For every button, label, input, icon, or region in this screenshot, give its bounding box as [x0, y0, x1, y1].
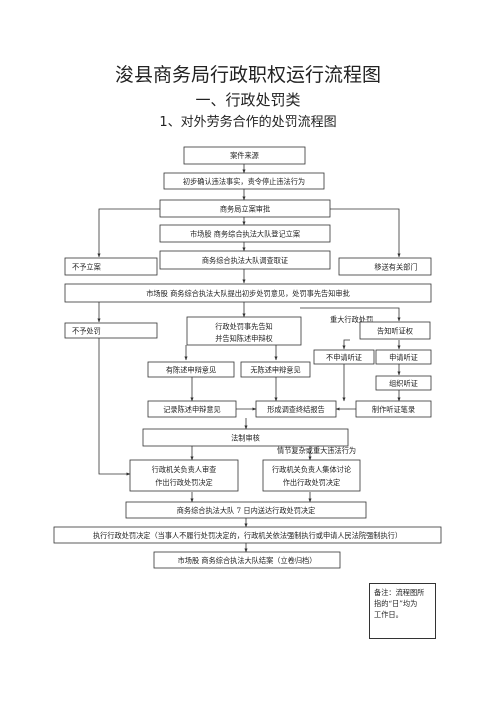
remark-line: 备注：流程图所 [374, 588, 425, 597]
node-prior-notice: 行政处罚事先告知 并告知陈述申辩权 [186, 316, 302, 346]
edge-approval-transfer [330, 208, 401, 258]
svg-text:并告知陈述申辩权: 并告知陈述申辩权 [215, 334, 273, 343]
node-has-defense: 有陈述申辩意见 [147, 361, 235, 378]
node-record-defense: 记录陈述申辩意见 [147, 400, 237, 418]
svg-text:制作听证笔录: 制作听证笔录 [372, 405, 415, 414]
node-no-defense: 无陈述申辩意见 [240, 361, 311, 378]
svg-text:市场股 商务综合执法大队结案（立卷归档）: 市场股 商务综合执法大队结案（立卷归档） [178, 556, 317, 565]
remark-line: 工作日。 [374, 610, 403, 619]
node-legal-review: 法制审核 [142, 428, 349, 447]
node-deliver: 商务综合执法大队 7 日内送达行政处罚决定 [125, 501, 367, 519]
node-transfer: 移送有关部门 [338, 257, 432, 276]
node-apply-hearing: 申请听证 [375, 349, 432, 365]
node-execute: 执行行政处罚决定（当事人不履行处罚决定的，行政机关依法强制执行或申请人民法院强制… [53, 526, 442, 544]
edge-approval-nofile [97, 208, 160, 258]
svg-text:申请听证: 申请听证 [389, 353, 418, 362]
node-hearing-record: 制作听证笔录 [355, 400, 432, 418]
node-file-approval: 商务局立案审批 [159, 199, 331, 218]
node-investigate: 商务综合执法大队调查取证 [159, 250, 331, 270]
svg-text:商务综合执法大队 7 日内送达行政处罚决定: 商务综合执法大队 7 日内送达行政处罚决定 [177, 506, 316, 515]
page-title: 浚县商务局行政职权运行流程图 [114, 64, 381, 86]
svg-text:案件来源: 案件来源 [230, 151, 259, 160]
edge-label-major: 重大行政处罚 [330, 315, 373, 324]
node-report: 形成调查终结报告 [255, 400, 337, 418]
svg-text:不申请听证: 不申请听证 [326, 353, 362, 362]
svg-text:市场股 商务综合执法大队登记立案: 市场股 商务综合执法大队登记立案 [190, 230, 300, 239]
svg-text:作出行政处罚决定: 作出行政处罚决定 [155, 478, 213, 487]
svg-text:行政处罚事先告知: 行政处罚事先告知 [215, 322, 273, 331]
node-hearing-notice: 告知听证权 [359, 321, 431, 340]
svg-text:移送有关部门: 移送有关部门 [374, 263, 417, 272]
svg-text:不予处罚: 不予处罚 [72, 327, 101, 336]
svg-text:初步确认违法事实，责令停止违法行为: 初步确认违法事实，责令停止违法行为 [183, 177, 305, 186]
section-title: 一、行政处罚类 [195, 91, 301, 109]
edge-major-hearing [300, 307, 401, 322]
svg-text:告知听证权: 告知听证权 [377, 327, 413, 336]
node-no-penalty: 不予处罚 [64, 322, 158, 339]
node-no-hearing: 不申请听证 [313, 349, 375, 365]
remark-line: 指的“日”均为 [374, 599, 418, 608]
node-confirm: 初步确认违法事实，责令停止违法行为 [163, 172, 325, 190]
edges: 重大行政处罚 情节复杂或重大违法行为 [97, 164, 401, 553]
node-organize-hearing: 组织听证 [375, 375, 432, 391]
svg-text:商务综合执法大队调查取证: 商务综合执法大队调查取证 [202, 256, 288, 265]
subsection-title: 1、对外劳务合作的处罚流程图 [159, 115, 337, 130]
edge-label-complex: 情节复杂或重大违法行为 [277, 446, 356, 455]
node-source: 案件来源 [183, 146, 306, 165]
svg-text:形成调查终结报告: 形成调查终结报告 [267, 405, 325, 414]
node-preliminary: 市场股 商务综合执法大队提出初步处罚意见，处罚事先告知审批 [64, 283, 432, 303]
svg-text:有陈述申辩意见: 有陈述申辩意见 [166, 366, 216, 375]
svg-text:执行行政处罚决定（当事人不履行处罚决定的，行政机关依法强制执: 执行行政处罚决定（当事人不履行处罚决定的，行政机关依法强制执行或申请人民法院强制… [93, 531, 402, 540]
svg-text:作出行政处罚决定: 作出行政处罚决定 [283, 478, 341, 487]
svg-text:组织听证: 组织听证 [389, 379, 418, 388]
svg-text:法制审核: 法制审核 [231, 434, 260, 443]
edge-hearing-nohearing [342, 339, 350, 350]
svg-text:不予立案: 不予立案 [72, 263, 101, 272]
svg-text:市场股 商务综合执法大队提出初步处罚意见，处罚事先告知审批: 市场股 商务综合执法大队提出初步处罚意见，处罚事先告知审批 [146, 289, 350, 298]
remark-note: 备注：流程图所 指的“日”均为 工作日。 [369, 583, 436, 639]
node-head-review: 行政机关负责人审查 作出行政处罚决定 [129, 459, 239, 492]
edge-nopenalty-deliver [98, 338, 131, 476]
svg-text:商务局立案审批: 商务局立案审批 [220, 205, 270, 214]
svg-text:行政机关负责人集体讨论: 行政机关负责人集体讨论 [272, 465, 352, 474]
svg-text:无陈述申辩意见: 无陈述申辩意见 [250, 366, 300, 375]
svg-text:记录陈述申辩意见: 记录陈述申辩意见 [163, 405, 221, 414]
node-no-file: 不予立案 [64, 257, 158, 276]
node-close: 市场股 商务综合执法大队结案（立卷归档） [153, 551, 341, 569]
node-collective: 行政机关负责人集体讨论 作出行政处罚决定 [262, 459, 361, 492]
node-register: 市场股 商务综合执法大队登记立案 [159, 224, 331, 243]
svg-text:行政机关负责人审查: 行政机关负责人审查 [152, 465, 217, 474]
